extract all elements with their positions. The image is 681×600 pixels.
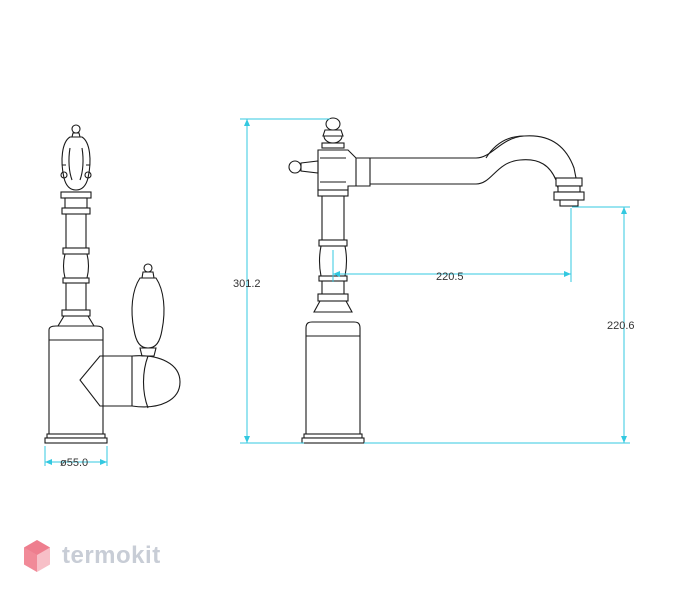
dimension-label-total-height: 301.2	[233, 278, 261, 290]
brand-logo: termokit	[22, 538, 161, 574]
dimension-base-diameter: ø55.0	[44, 446, 108, 469]
dimension-spout-reach: 220.5	[332, 208, 572, 283]
faucet-side-view	[44, 124, 181, 444]
dimension-total-height: 301.2	[233, 118, 330, 444]
dimension-spout-height: 220.6	[364, 206, 635, 444]
dimension-label-spout-reach: 220.5	[436, 271, 464, 283]
brand-name: termokit	[62, 542, 161, 569]
dimension-label-base-diameter: ø55.0	[60, 457, 88, 469]
hexagon-logo-icon	[24, 540, 50, 572]
dimension-label-spout-height: 220.6	[607, 320, 635, 332]
